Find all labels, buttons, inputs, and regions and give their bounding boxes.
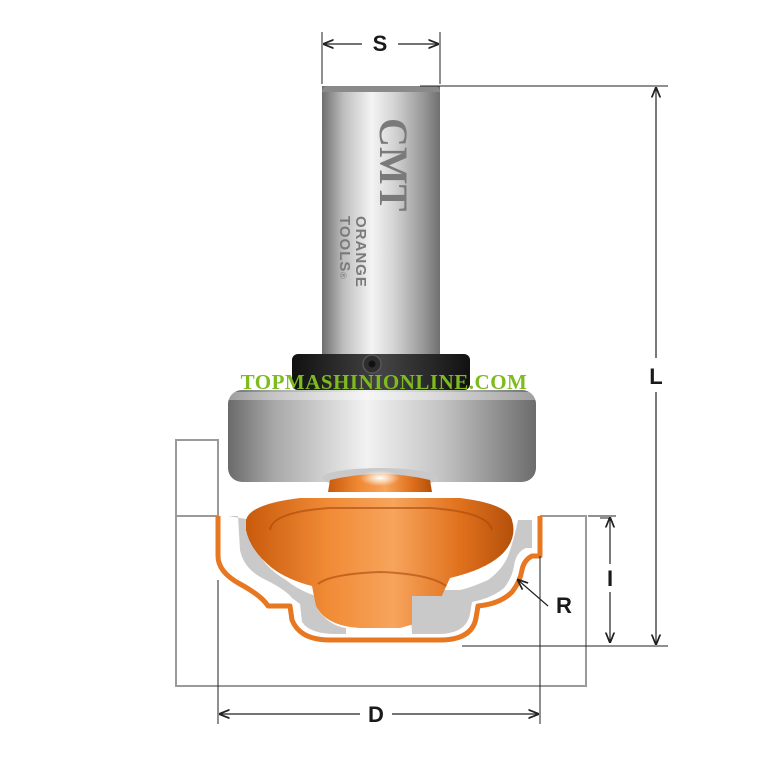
dimension-l: L <box>420 85 668 647</box>
dimension-r: R <box>518 580 572 618</box>
cutter-body <box>246 468 514 632</box>
brand-registered-mark: ® <box>338 272 348 279</box>
dimension-i: I <box>588 515 616 642</box>
dimension-l-label: L <box>649 364 662 389</box>
brand-subtext: ORANGE TOOLS ® <box>336 216 369 288</box>
dimension-i-label: I <box>607 566 613 591</box>
bearing <box>228 390 536 482</box>
brand-cmt-text: CMT <box>371 118 416 212</box>
collar <box>292 354 470 390</box>
brand-tools-text: TOOLS <box>336 216 353 272</box>
brand-logo: CMT <box>371 118 416 212</box>
dimension-s: S <box>321 31 441 84</box>
dimension-s-label: S <box>373 31 388 56</box>
dimension-r-label: R <box>556 593 572 618</box>
dimension-d: D <box>217 556 541 727</box>
shank <box>322 86 440 356</box>
brand-orange-text: ORANGE <box>352 216 369 288</box>
watermark-text: TOPMASHINIONLINE.COM <box>241 370 528 394</box>
dimension-d-label: D <box>368 702 384 727</box>
